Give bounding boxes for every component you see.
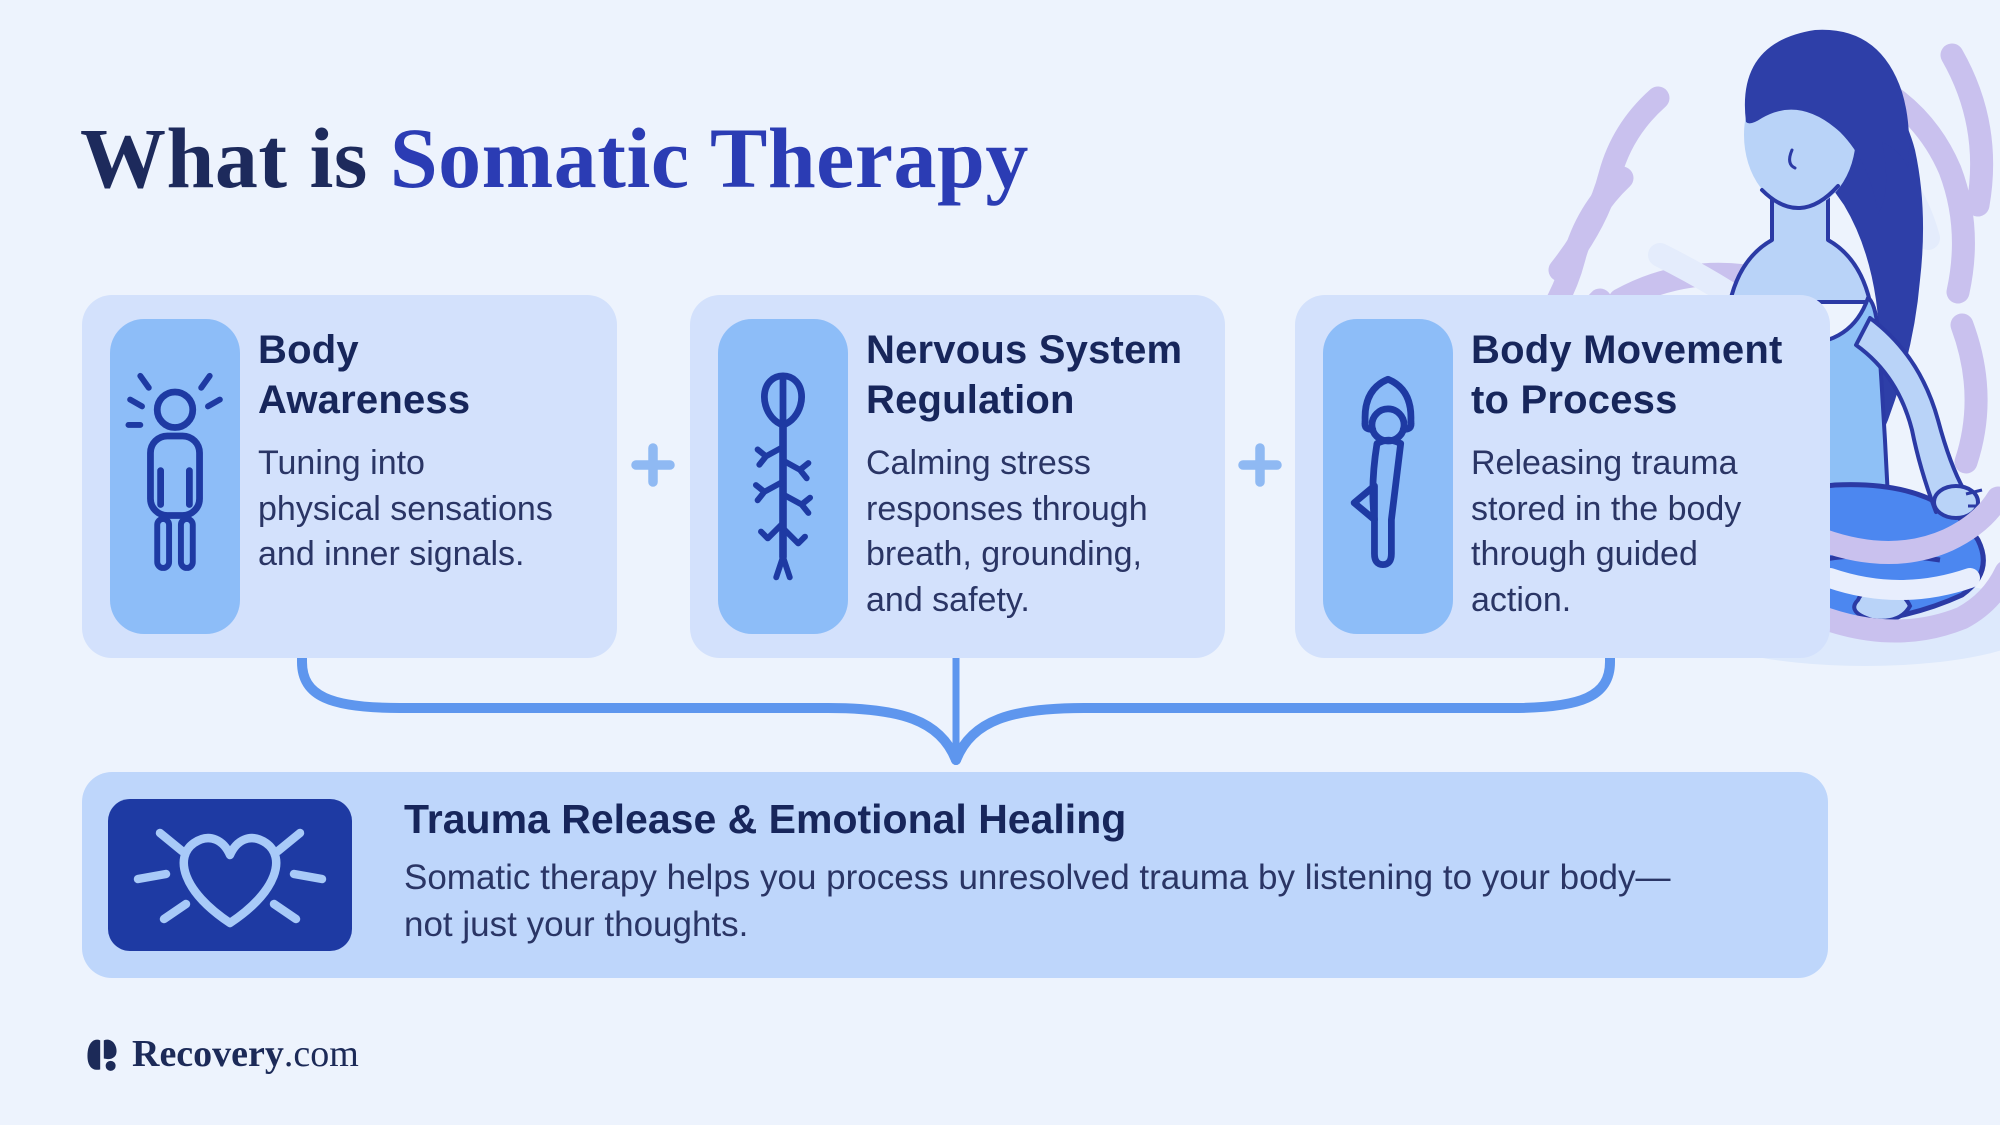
result-text: Trauma Release & Emotional Healing Somat…: [404, 796, 1804, 948]
jaw-line: [1760, 184, 1840, 210]
brand-wordmark: Recovery.com: [132, 1032, 359, 1076]
result-description: Somatic therapy helps you process unreso…: [404, 858, 1671, 944]
card-title: Body Awareness: [258, 328, 471, 422]
result-title: Trauma Release & Emotional Healing: [404, 796, 1127, 842]
card-title: Body Movement to Process: [1471, 328, 1783, 422]
brand-suffix: .com: [283, 1033, 359, 1075]
icon-panel: [718, 319, 848, 634]
card-nervous-system-regulation: Nervous System Regulation Calming stress…: [690, 295, 1225, 658]
card-text: Body Movement to Process Releasing traum…: [1471, 325, 1821, 623]
brand-logo: Recovery.com: [82, 1032, 359, 1076]
plus-icon: +: [631, 443, 675, 487]
card-body-movement: Body Movement to Process Releasing traum…: [1295, 295, 1830, 658]
brand-name: Recovery: [132, 1033, 284, 1075]
icon-panel: [1323, 319, 1453, 634]
icon-panel: [110, 319, 240, 634]
radiant-heart-icon: [133, 828, 327, 928]
yoga-pose-icon: [1350, 375, 1415, 568]
heart-box: [108, 799, 352, 951]
recovery-logo-mark-icon: [87, 1039, 117, 1071]
aura-waves-front: [1806, 486, 2000, 643]
page-title: What is Somatic Therapy: [80, 108, 1029, 208]
nose-line: [1788, 148, 1797, 170]
card-description: Calming stress responses through breath,…: [866, 444, 1148, 619]
body-awareness-icon: [125, 372, 223, 571]
card-text: Body Awareness Tuning into physical sens…: [258, 325, 608, 578]
nervous-system-icon: [752, 372, 814, 580]
card-description: Releasing trauma stored in the body thro…: [1471, 444, 1742, 619]
card-body-awareness: Body Awareness Tuning into physical sens…: [82, 295, 617, 658]
card-description: Tuning into physical sensations and inne…: [258, 444, 553, 574]
hair-front: [1744, 29, 1910, 215]
card-title: Nervous System Regulation: [866, 328, 1183, 422]
title-highlight: Somatic Therapy: [389, 110, 1029, 206]
card-text: Nervous System Regulation Calming stress…: [866, 325, 1216, 623]
flow-connector-arrow: [297, 645, 1615, 765]
title-prefix: What is: [80, 110, 390, 206]
result-card-trauma-release: Trauma Release & Emotional Healing Somat…: [82, 772, 1828, 978]
plus-icon: [1238, 443, 1282, 487]
aura-wave-pale-front: [1820, 568, 1980, 600]
